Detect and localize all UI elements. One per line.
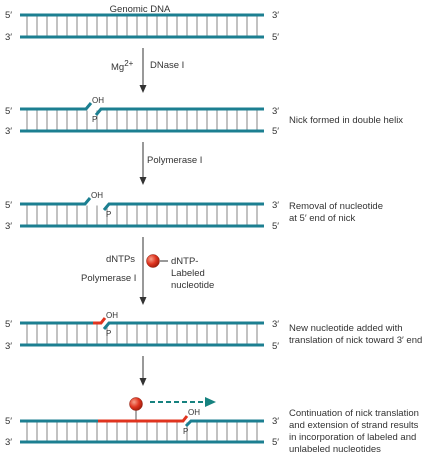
- row5-top-left-label: 5′: [5, 416, 12, 427]
- arrow-step3-head: [139, 297, 147, 305]
- row-genomic-dna: Genomic DNA 5′ 3′ 3′ 5′: [5, 4, 279, 43]
- row4-bottom-left-label: 3′: [5, 341, 12, 352]
- legend-line2: Labeled: [171, 268, 205, 279]
- arrow-step4: [139, 356, 147, 386]
- row3-bottom-left-label: 3′: [5, 221, 12, 232]
- row2-bottom-right-label: 5′: [272, 126, 279, 137]
- row-nick-formed: 5′ 3′ 3′ 5′ OH P Nick formed in double h…: [5, 96, 403, 137]
- arrow-step1: Mg2+ DNase I: [111, 48, 184, 93]
- row5-top-strand-right: [184, 419, 264, 428]
- row3-p-label: P: [106, 210, 111, 219]
- row1-bottom-left-label: 3′: [5, 32, 12, 43]
- row1-top-right-label: 3′: [272, 10, 279, 21]
- row4-top-right-label: 3′: [272, 319, 279, 330]
- row3-top-strand-right: [102, 202, 264, 211]
- caption-continuation-line1: Continuation of nick translation: [289, 408, 419, 419]
- row2-p-label: P: [92, 115, 97, 124]
- row2-oh-label: OH: [92, 96, 104, 105]
- caption-added-line2: translation of nick toward 3′ end: [289, 335, 422, 346]
- row5-bottom-right-label: 5′: [272, 437, 279, 448]
- row5-top-right-label: 3′: [272, 416, 279, 427]
- row2-top-right-label: 3′: [272, 106, 279, 117]
- mg-superscript: 2+: [124, 59, 133, 68]
- row2-base-pairs: [26, 110, 258, 130]
- row2-top-left-label: 5′: [5, 106, 12, 117]
- row4-oh-label: OH: [106, 311, 118, 320]
- incorporated-label-bead-icon: [129, 397, 143, 411]
- row5-bottom-left-label: 3′: [5, 437, 12, 448]
- arrow-step3: dNTPs Polymerase I dNTP- Labeled nucleot…: [81, 237, 214, 305]
- arrow-step2-head: [139, 177, 147, 185]
- row-nucleotide-removal: 5′ 3′ 3′ 5′ OH P Removal of nucleotide a…: [5, 191, 383, 232]
- caption-added-line1: New nucleotide added with: [289, 323, 403, 334]
- row1-bottom-right-label: 5′: [272, 32, 279, 43]
- row3-oh-label: OH: [91, 191, 103, 200]
- genomic-dna-title: Genomic DNA: [110, 4, 171, 15]
- dnase-label: DNase I: [150, 60, 184, 71]
- caption-continuation-line3: in incorporation of labeled and: [289, 432, 416, 443]
- row4-new-strand-segment: [93, 317, 107, 325]
- mg-text: Mg: [111, 62, 124, 73]
- arrow-step1-head: [139, 85, 147, 93]
- row4-top-strand-right: [102, 321, 264, 330]
- legend-line1: dNTP-: [171, 256, 198, 267]
- row1-base-pairs: [26, 16, 258, 36]
- caption-removal-line2: at 5′ end of nick: [289, 213, 355, 224]
- row-continuation: 5′ 3′ 3′ 5′ OH P Continuation of nick tr…: [5, 397, 419, 454]
- row5-new-strand-segment: [98, 415, 189, 423]
- row5-p-label: P: [183, 427, 188, 436]
- caption-continuation-line4: unlabeled nucleotides: [289, 444, 381, 454]
- row4-top-left-label: 5′: [5, 319, 12, 330]
- caption-continuation-line2: and extension of strand results: [289, 420, 419, 431]
- row5-base-pairs: [26, 422, 258, 441]
- row5-oh-label: OH: [188, 408, 200, 417]
- labeled-nucleotide-bead-icon: [146, 254, 160, 268]
- row3-top-right-label: 3′: [272, 200, 279, 211]
- translation-direction-arrowhead: [205, 397, 216, 407]
- legend-line3: nucleotide: [171, 280, 214, 291]
- mg-label: Mg2+: [111, 59, 134, 73]
- row3-top-strand-left: [20, 197, 92, 206]
- caption-nick-formed: Nick formed in double helix: [289, 115, 403, 126]
- row3-bottom-right-label: 5′: [272, 221, 279, 232]
- row3-base-pairs: [26, 205, 258, 225]
- dntps-label: dNTPs: [106, 254, 135, 265]
- row2-top-strand-right: [94, 107, 264, 116]
- row4-base-pairs: [26, 324, 258, 344]
- polymerase-label-step3: Polymerase I: [81, 273, 136, 284]
- arrow-step2: Polymerase I: [139, 142, 202, 185]
- polymerase-label-step2: Polymerase I: [147, 155, 202, 166]
- caption-removal-line1: Removal of nucleotide: [289, 201, 383, 212]
- row2-bottom-left-label: 3′: [5, 126, 12, 137]
- row3-top-left-label: 5′: [5, 200, 12, 211]
- row-nucleotide-added: 5′ 3′ 3′ 5′ OH P New nucleotide added wi…: [5, 311, 422, 352]
- row1-top-left-label: 5′: [5, 10, 12, 21]
- row2-top-strand-left: [20, 102, 93, 111]
- row4-p-label: P: [106, 329, 111, 338]
- arrow-step4-head: [139, 378, 147, 386]
- row4-bottom-right-label: 5′: [272, 341, 279, 352]
